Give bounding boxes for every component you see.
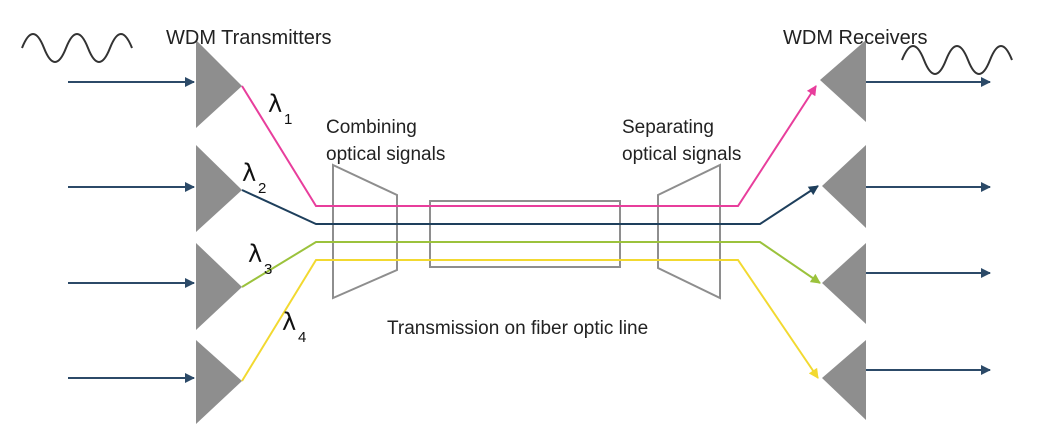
lambda3-label: λ 3 <box>248 240 272 278</box>
lambda2-index: 2 <box>258 180 266 197</box>
transmitters-label: WDM Transmitters <box>166 27 332 49</box>
lambda3-symbol: λ <box>248 240 262 268</box>
lambda4-path <box>241 259 819 382</box>
lambda2-path <box>241 185 819 225</box>
output-signal-wave <box>901 45 1013 75</box>
lambda1-label: λ 1 <box>268 90 292 128</box>
receiver-2 <box>822 145 866 228</box>
receivers-label: WDM Receivers <box>783 27 927 49</box>
input-signal-wave <box>21 33 133 63</box>
lambda3-path <box>241 241 821 288</box>
transmitter-1 <box>196 40 242 128</box>
receiver-3 <box>822 243 866 324</box>
lambda3-index: 3 <box>264 261 272 278</box>
combiner-multiplexer <box>332 163 398 300</box>
receiver-4 <box>822 340 866 420</box>
transmitter-2 <box>196 145 242 232</box>
transmission-label: Transmission on fiber optic line <box>387 318 648 339</box>
combining-label-line1: Combining <box>326 117 417 138</box>
lambda1-index: 1 <box>284 111 292 128</box>
transmitter-4 <box>196 340 242 424</box>
lambda1-symbol: λ <box>268 90 282 118</box>
fiber-optic-line <box>429 200 621 268</box>
lambda4-index: 4 <box>298 329 306 346</box>
combining-label-line2: optical signals <box>326 144 445 165</box>
lambda2-symbol: λ <box>242 159 256 187</box>
receiver-1 <box>820 40 866 122</box>
separating-label-line2: optical signals <box>622 144 741 165</box>
lambda2-label: λ 2 <box>242 159 266 197</box>
lambda4-symbol: λ <box>282 308 296 336</box>
separator-demultiplexer <box>657 163 721 300</box>
lambda1-path <box>241 85 817 207</box>
transmitter-3 <box>196 243 242 330</box>
lambda4-label: λ 4 <box>282 308 306 346</box>
separating-label-line1: Separating <box>622 117 714 138</box>
